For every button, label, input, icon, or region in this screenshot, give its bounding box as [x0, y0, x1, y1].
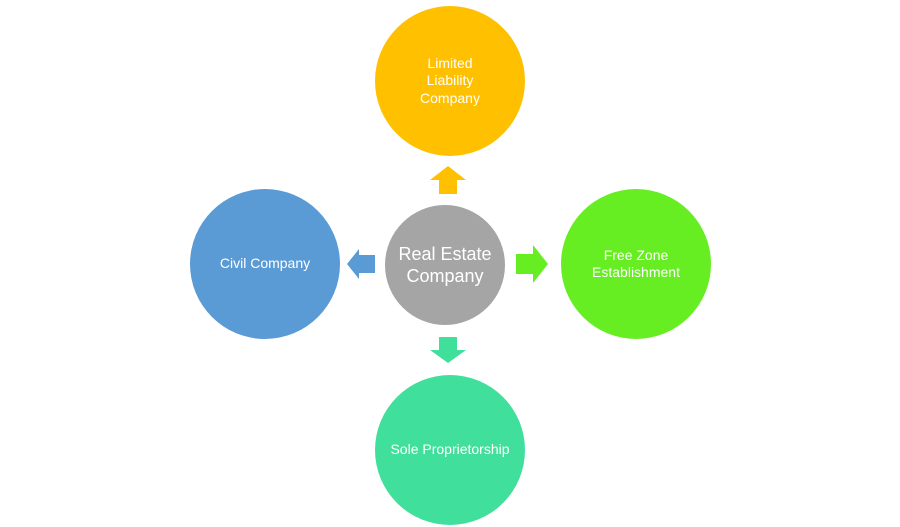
node-label: Free Zone Establishment: [592, 246, 680, 281]
arrow-down-icon: [430, 337, 466, 363]
arrow-right-icon: [516, 245, 548, 283]
arrow-left-icon: [347, 249, 375, 279]
node-free-zone-establishment: Free Zone Establishment: [561, 189, 711, 339]
node-sole-proprietorship: Sole Proprietorship: [375, 375, 525, 525]
node-label: Limited Liability Company: [420, 54, 480, 106]
node-civil-company: Civil Company: [190, 189, 340, 339]
node-label: Sole Proprietorship: [390, 441, 510, 458]
node-label: Civil Company: [219, 255, 311, 272]
arrow-up-icon: [430, 166, 466, 194]
center-label: Real Estate Company: [398, 243, 492, 287]
node-limited-liability-company: Limited Liability Company: [375, 6, 525, 156]
center-node-real-estate-company: Real Estate Company: [385, 205, 505, 325]
